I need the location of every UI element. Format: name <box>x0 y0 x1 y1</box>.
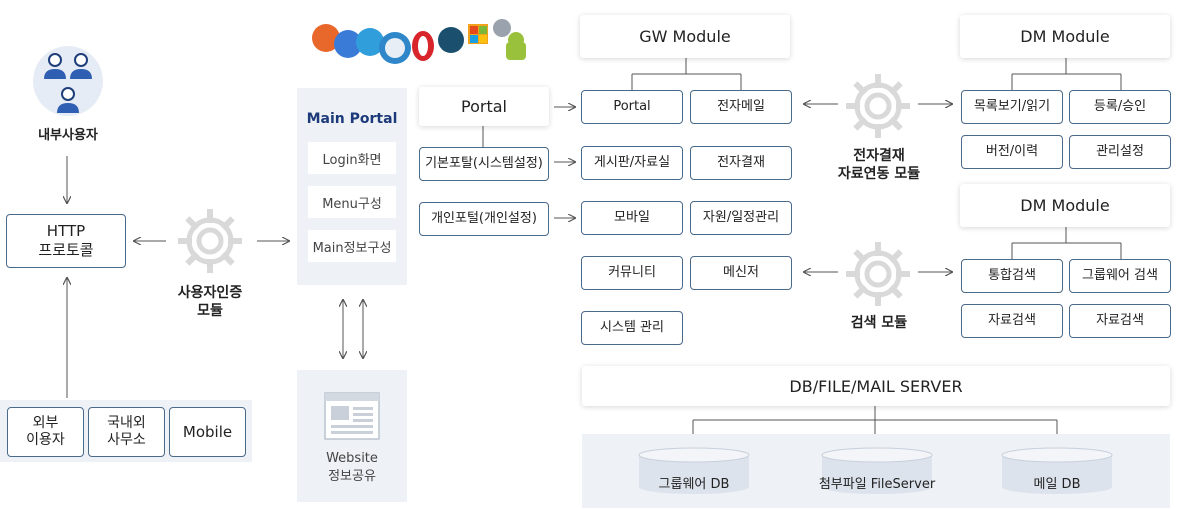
server-title-card: DB/FILE/MAIL SERVER <box>582 366 1170 406</box>
database-icon <box>1001 447 1113 495</box>
dm-module-item: 관리설정 <box>1069 135 1171 169</box>
approval-module-label: 전자결재 자료연동 모듈 <box>837 148 921 182</box>
mobile-label: Mobile <box>182 422 233 441</box>
gw-module-item: Portal <box>581 90 683 124</box>
database-label: 그룹웨어 DB <box>658 477 730 492</box>
portal-item-box: 기본포탈(시스템설정) <box>419 147 549 181</box>
dm-module-item: 목록보기/읽기 <box>961 90 1063 124</box>
server-title: DB/FILE/MAIL SERVER <box>789 376 963 396</box>
gw-module-item: 전자메일 <box>690 90 792 124</box>
http-protocol-box: HTTP 프로토콜 <box>6 214 126 268</box>
mobile-box: Mobile <box>169 407 246 457</box>
gw-module-title: GW Module <box>639 27 731 46</box>
overseas-office-box: 국내외 사무소 <box>88 407 165 457</box>
database-icon <box>821 447 933 495</box>
gw-module-item: 모바일 <box>581 201 683 235</box>
portal-title: Portal <box>461 97 507 116</box>
database-label: 첨부파일 FileServer <box>818 477 936 492</box>
webpage-icon <box>324 392 380 440</box>
internal-user-label: 내부사용자 <box>38 128 98 143</box>
database-label: 메일 DB <box>1033 477 1081 492</box>
http-protocol-label: HTTP 프로토콜 <box>38 222 94 259</box>
main-portal-item: Main정보구성 <box>308 230 396 262</box>
dm-module-item: 통합검색 <box>961 259 1063 293</box>
portal-item-label: 기본포탈(시스템설정) <box>425 155 543 171</box>
portal-title-card: Portal <box>419 87 549 126</box>
portal-item-box: 개인포털(개인설정) <box>419 202 549 236</box>
browser-logos-icon <box>308 14 532 66</box>
gw-module-item: 전자결재 <box>690 146 792 180</box>
gw-module-title-card: GW Module <box>580 15 790 58</box>
gw-module-item: 커뮤니티 <box>581 256 683 290</box>
main-portal-item: Menu구성 <box>308 186 396 218</box>
approval-gear-icon <box>846 74 910 138</box>
gw-module-item: 시스템 관리 <box>581 311 683 345</box>
search-gear-icon <box>846 242 910 306</box>
overseas-office-label: 국내외 사무소 <box>107 414 146 449</box>
auth-module-label: 사용자인증 모듈 <box>177 285 243 319</box>
portal-item-label: 개인포털(개인설정) <box>431 210 537 226</box>
main-portal-title: Main Portal <box>306 111 398 127</box>
search-module-label: 검색 모듈 <box>850 315 908 331</box>
gw-module-item: 메신저 <box>690 256 792 290</box>
users-icon <box>32 45 104 117</box>
gw-module-item: 자원/일정관리 <box>690 201 792 235</box>
dm-module-title-card: DM Module <box>960 15 1170 58</box>
dm-module-item: 그룹웨어 검색 <box>1069 259 1171 293</box>
dm-module-item: 자료검색 <box>961 304 1063 338</box>
dm-module-title: DM Module <box>1020 27 1110 46</box>
main-portal-item: Login화면 <box>308 142 396 174</box>
gw-module-item: 게시판/자료실 <box>581 146 683 180</box>
dm-module-item: 등록/승인 <box>1069 90 1171 124</box>
dm-module-item: 자료검색 <box>1069 304 1171 338</box>
dm-module-title: DM Module <box>1020 196 1110 215</box>
dm-module-item: 버전/이력 <box>961 135 1063 169</box>
external-user-box: 외부 이용자 <box>7 407 84 457</box>
website-label: Website 정보공유 <box>326 451 378 484</box>
auth-gear-icon <box>178 209 242 273</box>
external-user-label: 외부 이용자 <box>26 414 65 449</box>
database-icon <box>638 447 750 495</box>
dm-module-title-card: DM Module <box>960 184 1170 227</box>
